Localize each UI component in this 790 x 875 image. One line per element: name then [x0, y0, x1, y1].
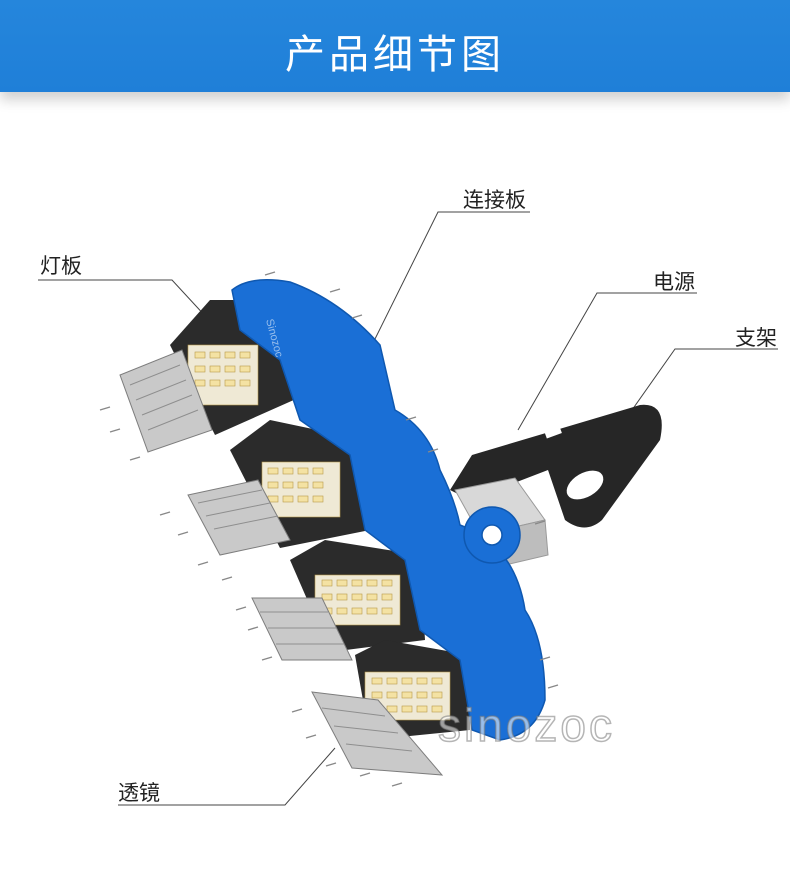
- led-array-1: [187, 344, 259, 406]
- lens-plate-3: [251, 597, 353, 661]
- callout-power-supply: 电源: [653, 270, 695, 294]
- callout-lens: 透镜: [118, 781, 160, 805]
- callout-bracket: 支架: [735, 326, 777, 350]
- connector-plate: [231, 279, 546, 741]
- header-banner: 产品细节图: [0, 0, 790, 92]
- lens-plate-4: [311, 691, 444, 776]
- leader-line-power-supply: [517, 292, 697, 431]
- callout-lamp-board: 灯板: [40, 254, 82, 278]
- screws: [99, 271, 559, 787]
- rotation-disk-hole: [481, 524, 503, 546]
- leader-line-lens: [118, 747, 336, 806]
- lens-plate-1: [119, 349, 213, 453]
- led-array-3: [314, 574, 401, 626]
- led-array-4: [364, 671, 451, 721]
- page-title: 产品细节图: [285, 32, 505, 78]
- blue-housing: [231, 279, 546, 741]
- callout-connector-plate: 连接板: [463, 188, 526, 212]
- leader-line-bracket: [631, 348, 778, 411]
- lens-plates: [119, 349, 444, 776]
- lens-plate-2: [187, 479, 291, 556]
- led-array-2: [261, 461, 341, 518]
- bracket-arm: [450, 404, 662, 528]
- brand-watermark: sinozoc: [437, 698, 615, 752]
- led-chip-arrays: [187, 344, 451, 721]
- leader-line-connector-plate: [371, 211, 530, 346]
